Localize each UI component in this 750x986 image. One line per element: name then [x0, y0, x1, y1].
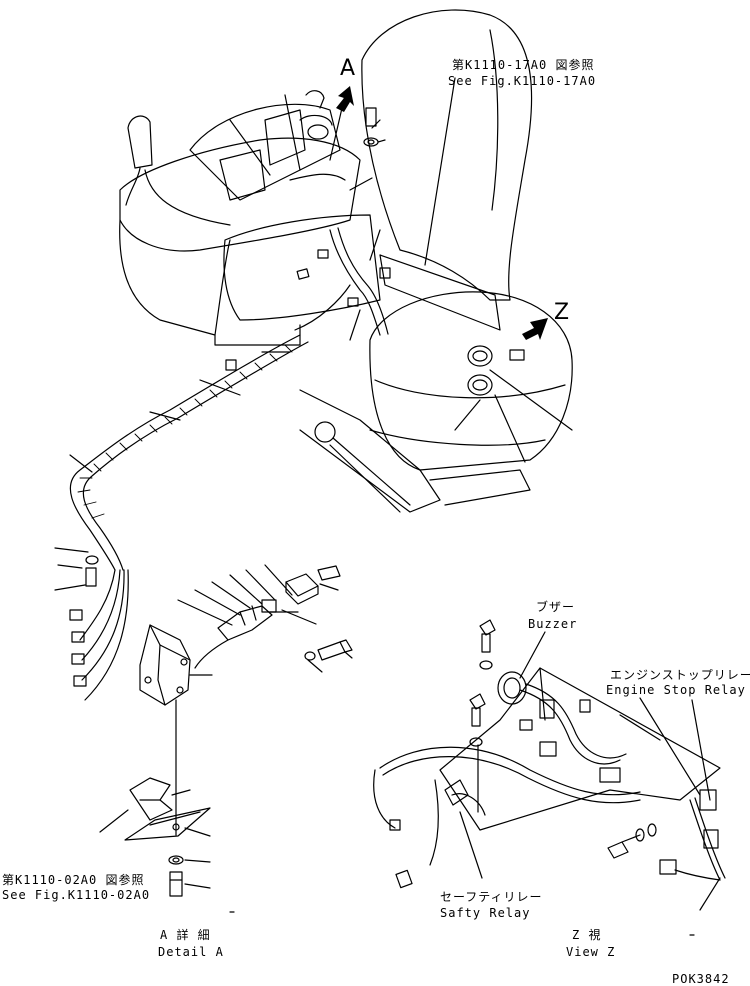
detail-a-caption-jp: A 詳 細	[160, 928, 211, 942]
view-arrow-a-icon	[336, 86, 354, 112]
reference-top-jp: 第K1110-17A0 図参照	[452, 58, 595, 72]
drawing-number: POK3842	[672, 972, 730, 986]
view-z-drawing	[373, 619, 726, 936]
safety-relay-label-jp: セーフティリレー	[440, 890, 543, 904]
view-z-caption-en: View Z	[566, 945, 616, 959]
console-assembly	[54, 77, 573, 701]
view-arrow-z-icon	[522, 318, 548, 340]
engine-stop-relay-label-en: Engine Stop Relay	[606, 683, 746, 697]
seat-assembly	[299, 9, 573, 513]
view-letter-z: Z	[554, 300, 570, 325]
view-letter-a: A	[340, 56, 356, 81]
safety-relay-label-en: Safty Relay	[440, 906, 531, 920]
detail-a-caption-en: Detail A	[158, 945, 224, 959]
reference-bottom-en: See Fig.K1110-02A0	[2, 888, 151, 902]
buzzer-label-en: Buzzer	[528, 617, 578, 631]
detail-a-drawing	[99, 564, 353, 913]
view-z-caption-jp: Z 視	[572, 928, 602, 942]
engine-stop-relay-label-jp: エンジンストップリレー	[610, 668, 750, 682]
buzzer-label-jp: ブザー	[536, 600, 576, 614]
reference-bottom-jp: 第K1110-02A0 図参照	[2, 873, 145, 887]
reference-top-en: See Fig.K1110-17A0	[448, 74, 597, 88]
